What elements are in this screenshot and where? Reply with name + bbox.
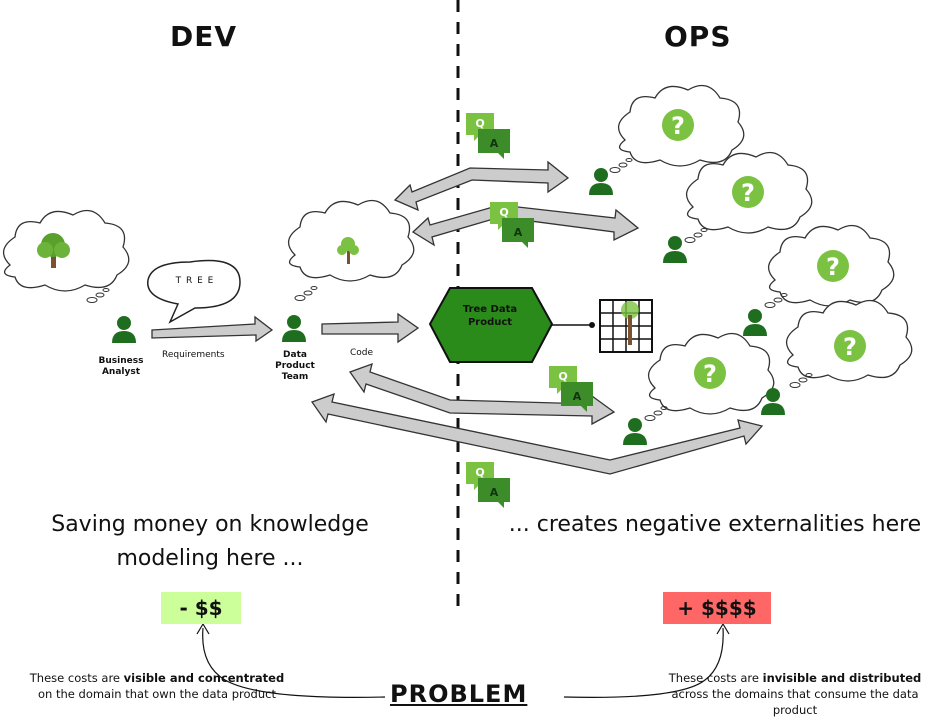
note-left-pre: These costs are [29, 671, 120, 685]
problem-label: PROBLEM [390, 680, 528, 708]
tree-icon [37, 233, 70, 268]
qa-arrow-2 [411, 204, 640, 247]
question-badge-4 [834, 330, 866, 362]
data-product-team-person-icon [282, 315, 306, 342]
thought-trail [609, 158, 633, 173]
business-analyst-person-icon [112, 316, 136, 343]
consumer-person-icon-3 [743, 309, 767, 336]
thought-trail [86, 288, 110, 303]
tree-data-product-hexagon [428, 287, 554, 363]
qa-arrow-1 [393, 160, 570, 212]
requirements-arrow [151, 315, 274, 343]
code-arrow [321, 312, 420, 344]
qa-arrow-3 [348, 362, 616, 426]
data-product-team-label: Data Product Team [275, 350, 315, 382]
tree-data-product-label: Tree Data Product [462, 304, 518, 328]
problem-right-connector [563, 627, 724, 698]
invisible-cost-box: + $$$$ [663, 592, 771, 624]
left-statement: Saving money on knowledge modeling here … [51, 512, 369, 571]
question-badge-3 [817, 250, 849, 282]
requirements-label: Requirements [162, 350, 225, 360]
consumer-person-icon-2 [663, 236, 687, 263]
problem-right-arrowhead [716, 622, 730, 635]
connector-dot [589, 322, 595, 328]
thought-trail [644, 406, 668, 421]
right-statement: ... creates negative externalities here [508, 512, 922, 537]
visible-cost-box: - $$ [161, 592, 241, 624]
consumer-person-icon-4 [623, 418, 647, 445]
note-left-post: on the domain that own the data product [38, 687, 276, 701]
visible-costs-note: These costs are visible and concentrated… [22, 670, 292, 702]
ops-header: OPS [664, 20, 732, 53]
code-label: Code [350, 348, 374, 358]
consumer-person-icon-1 [589, 168, 613, 195]
question-badge-2 [732, 176, 764, 208]
question-badge-5 [694, 357, 726, 389]
note-right-pre: These costs are [668, 671, 759, 685]
qa-bubble-1 [466, 113, 510, 159]
problem-left-arrowhead [196, 622, 210, 635]
small-tree-icon [337, 237, 359, 264]
problem-left-connector [202, 627, 386, 698]
data-table-icon [599, 299, 653, 353]
qa-bubble-4 [466, 462, 510, 508]
note-right-bold: invisible and distributed [762, 671, 922, 685]
speech-bubble [147, 259, 241, 324]
business-analyst-label: Business Analyst [98, 356, 144, 377]
thought-trail [684, 228, 708, 243]
note-right-post: across the domains that consume the data… [671, 687, 919, 717]
thought-trail [294, 286, 318, 301]
dev-header: DEV [170, 20, 238, 53]
qa-arrow-4 [310, 392, 764, 475]
note-left-bold: visible and concentrated [123, 671, 285, 685]
speech-bubble-text: T R E E [175, 276, 215, 286]
question-badge-1 [662, 109, 694, 141]
invisible-costs-note: These costs are invisible and distribute… [660, 670, 930, 718]
